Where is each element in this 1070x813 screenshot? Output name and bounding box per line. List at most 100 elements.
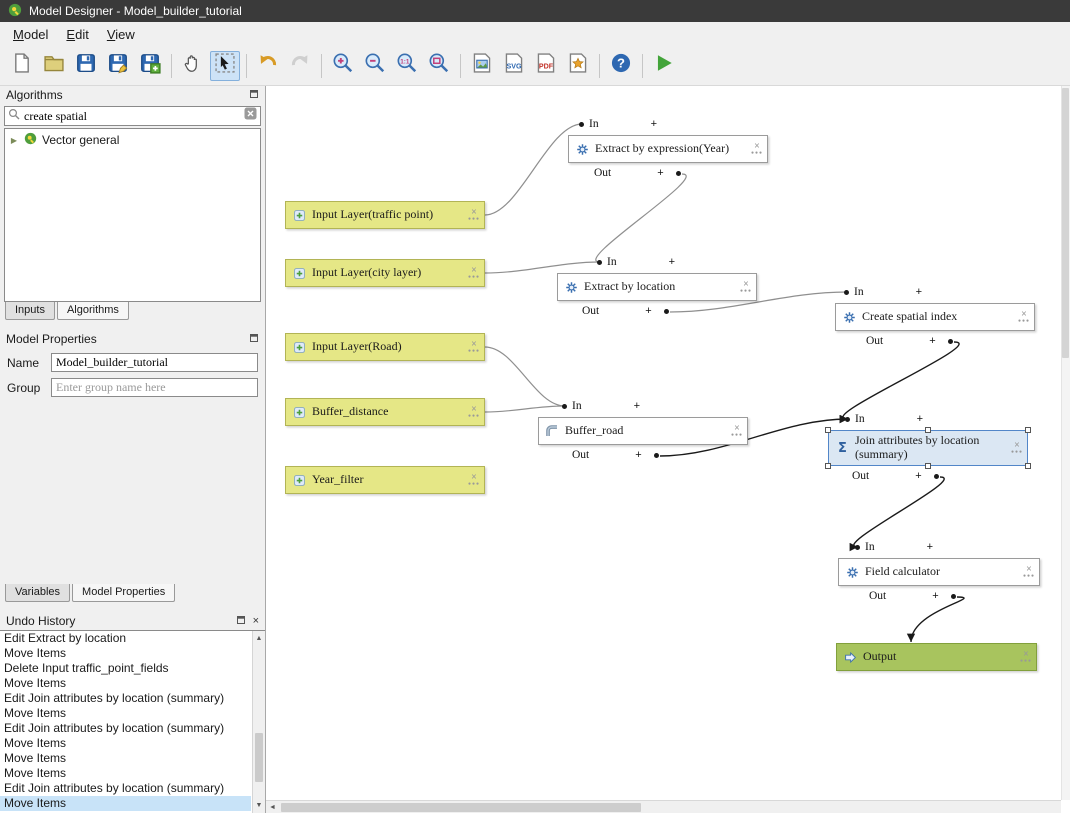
- canvas-hscrollbar[interactable]: ◄: [266, 800, 1061, 813]
- in-socket[interactable]: In+: [855, 541, 933, 553]
- selection-handle[interactable]: [1025, 463, 1031, 469]
- node-buffer-distance[interactable]: Buffer_distance×●●●: [285, 398, 485, 426]
- selection-handle[interactable]: [925, 463, 931, 469]
- selection-handle[interactable]: [825, 463, 831, 469]
- expand-outputs-icon[interactable]: +: [932, 590, 938, 602]
- tree-item-vector-general[interactable]: ▶Vector general: [5, 129, 260, 151]
- node-menu-icon[interactable]: ●●●: [731, 434, 743, 438]
- expand-outputs-icon[interactable]: +: [645, 305, 651, 317]
- remove-node-icon[interactable]: ×: [1014, 441, 1020, 450]
- node-year-filter[interactable]: Year_filter×●●●: [285, 466, 485, 494]
- remove-node-icon[interactable]: ×: [1026, 565, 1032, 574]
- undo-item[interactable]: Edit Join attributes by location (summar…: [0, 781, 251, 796]
- export-as-pdf-button[interactable]: PDF: [531, 51, 561, 81]
- expand-inputs-icon[interactable]: +: [927, 541, 933, 553]
- scroll-up-icon[interactable]: ▲: [253, 632, 266, 645]
- open-model-button[interactable]: [39, 51, 69, 81]
- undo-scrollbar-thumb[interactable]: [255, 733, 263, 782]
- expand-outputs-icon[interactable]: +: [915, 470, 921, 482]
- expand-inputs-icon[interactable]: +: [669, 256, 675, 268]
- node-buffer-road[interactable]: Buffer_road×●●●: [538, 417, 748, 445]
- select-move-item-button[interactable]: [210, 51, 240, 81]
- in-anchor-dot[interactable]: [845, 417, 850, 422]
- in-socket[interactable]: In+: [597, 256, 675, 268]
- node-input-traffic-point[interactable]: Input Layer(traffic point)×●●●: [285, 201, 485, 229]
- out-socket[interactable]: Out+: [582, 305, 669, 317]
- menu-view[interactable]: View: [98, 25, 144, 44]
- remove-node-icon[interactable]: ×: [471, 473, 477, 482]
- zoom-out-button[interactable]: [360, 51, 390, 81]
- expand-arrow-icon[interactable]: ▶: [9, 136, 19, 145]
- out-anchor-dot[interactable]: [676, 171, 681, 176]
- save-model-button[interactable]: [71, 51, 101, 81]
- export-as-script-button[interactable]: [563, 51, 593, 81]
- undo-item[interactable]: Move Items: [0, 646, 251, 661]
- in-anchor-dot[interactable]: [579, 122, 584, 127]
- undo-item[interactable]: Edit Extract by location: [0, 631, 251, 646]
- expand-inputs-icon[interactable]: +: [917, 413, 923, 425]
- out-anchor-dot[interactable]: [654, 453, 659, 458]
- expand-inputs-icon[interactable]: +: [651, 118, 657, 130]
- undo-item[interactable]: Edit Join attributes by location (summar…: [0, 691, 251, 706]
- out-socket[interactable]: Out+: [594, 167, 681, 179]
- clear-search-icon[interactable]: [244, 107, 257, 125]
- run-model-button[interactable]: [649, 51, 679, 81]
- node-menu-icon[interactable]: ●●●: [468, 218, 480, 222]
- expand-outputs-icon[interactable]: +: [635, 449, 641, 461]
- in-socket[interactable]: In+: [562, 400, 640, 412]
- expand-inputs-icon[interactable]: +: [634, 400, 640, 412]
- tab-model-properties[interactable]: Model Properties: [72, 584, 175, 602]
- selection-handle[interactable]: [1025, 427, 1031, 433]
- group-input[interactable]: [51, 378, 258, 397]
- remove-node-icon[interactable]: ×: [471, 405, 477, 414]
- selection-handle[interactable]: [825, 427, 831, 433]
- zoom-in-button[interactable]: [328, 51, 358, 81]
- export-as-svg-button[interactable]: SVG: [499, 51, 529, 81]
- undo-item[interactable]: Move Items: [0, 676, 251, 691]
- expand-outputs-icon[interactable]: +: [929, 335, 935, 347]
- node-input-road[interactable]: Input Layer(Road)×●●●: [285, 333, 485, 361]
- export-as-image-button[interactable]: [467, 51, 497, 81]
- undo-item[interactable]: Move Items: [0, 796, 251, 811]
- undo-button[interactable]: [253, 51, 283, 81]
- node-menu-icon[interactable]: ●●●: [1011, 451, 1023, 455]
- node-join-attributes-by-location[interactable]: ΣJoin attributes by location (summary)×●…: [828, 430, 1028, 466]
- undo-item[interactable]: Edit Join attributes by location (summar…: [0, 721, 251, 736]
- remove-node-icon[interactable]: ×: [743, 280, 749, 289]
- tab-inputs[interactable]: Inputs: [5, 302, 55, 320]
- save-model-as-button[interactable]: [103, 51, 133, 81]
- node-menu-icon[interactable]: ●●●: [1018, 320, 1030, 324]
- node-extract-by-expression[interactable]: Extract by expression(Year)×●●●: [568, 135, 768, 163]
- canvas-hscrollbar-thumb[interactable]: [281, 803, 641, 812]
- out-anchor-dot[interactable]: [948, 339, 953, 344]
- node-menu-icon[interactable]: ●●●: [468, 350, 480, 354]
- undo-item[interactable]: Move Items: [0, 751, 251, 766]
- remove-node-icon[interactable]: ×: [734, 424, 740, 433]
- node-menu-icon[interactable]: ●●●: [740, 290, 752, 294]
- node-input-city-layer[interactable]: Input Layer(city layer)×●●●: [285, 259, 485, 287]
- node-menu-icon[interactable]: ●●●: [468, 276, 480, 280]
- zoom-full-button[interactable]: [424, 51, 454, 81]
- menu-edit[interactable]: Edit: [57, 25, 97, 44]
- in-anchor-dot[interactable]: [597, 260, 602, 265]
- expand-outputs-icon[interactable]: +: [657, 167, 663, 179]
- float-panel-icon[interactable]: [249, 332, 259, 346]
- scroll-left-icon[interactable]: ◄: [266, 801, 279, 813]
- node-menu-icon[interactable]: ●●●: [1020, 660, 1032, 664]
- remove-node-icon[interactable]: ×: [471, 340, 477, 349]
- node-field-calculator[interactable]: Field calculator×●●●: [838, 558, 1040, 586]
- node-menu-icon[interactable]: ●●●: [468, 483, 480, 487]
- remove-node-icon[interactable]: ×: [471, 208, 477, 217]
- undo-item[interactable]: Move Items: [0, 766, 251, 781]
- pan-button[interactable]: [178, 51, 208, 81]
- in-anchor-dot[interactable]: [562, 404, 567, 409]
- undo-item[interactable]: Move Items: [0, 736, 251, 751]
- node-menu-icon[interactable]: ●●●: [468, 415, 480, 419]
- out-anchor-dot[interactable]: [951, 594, 956, 599]
- undo-item[interactable]: Delete Input traffic_point_fields: [0, 661, 251, 676]
- undo-item[interactable]: Move Items: [0, 706, 251, 721]
- in-socket[interactable]: In+: [845, 413, 923, 425]
- tab-variables[interactable]: Variables: [5, 584, 70, 602]
- remove-node-icon[interactable]: ×: [471, 266, 477, 275]
- save-model-in-project-button[interactable]: [135, 51, 165, 81]
